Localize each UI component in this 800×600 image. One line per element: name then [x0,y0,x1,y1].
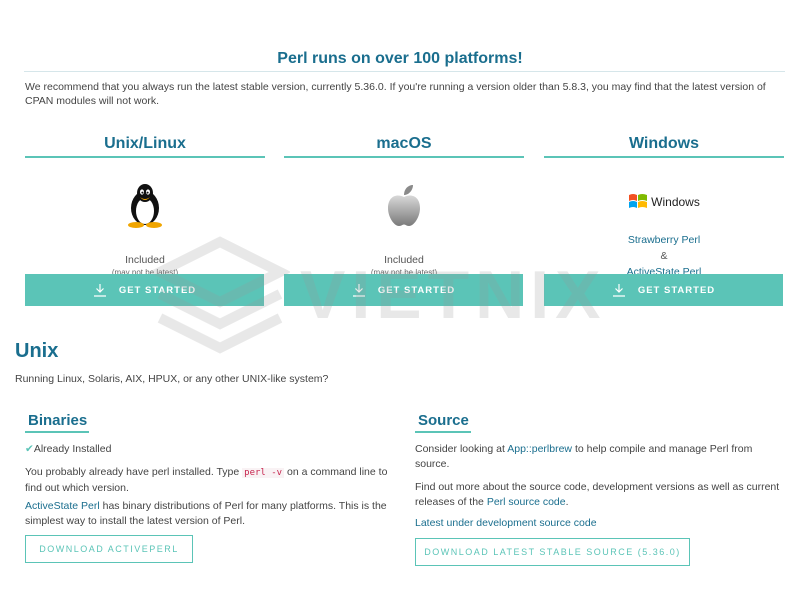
download-stable-source-button[interactable]: DOWNLOAD LATEST STABLE SOURCE (5.36.0) [415,538,690,566]
page-title: Perl runs on over 100 platforms! [277,50,523,67]
paragraph-text: Find out more about the source code, dev… [415,481,780,508]
dev-source-code-link[interactable]: Latest under development source code [415,517,597,529]
paragraph-text: You probably already have perl installed… [25,466,240,478]
binaries-heading: Binaries [25,412,90,433]
ampersand: & [660,250,668,262]
platform-title: Unix/Linux [104,135,186,152]
download-activeperl-button[interactable]: DOWNLOAD ACTIVEPERL [25,535,193,563]
platform-note: (may not be latest) [111,268,179,277]
perlbrew-paragraph: Consider looking at App::perlbrew to hel… [415,442,785,472]
perlbrew-link[interactable]: App::perlbrew [507,443,573,455]
source-section: Source Consider looking at App::perlbrew… [415,412,785,566]
paragraph-text: to help compile and manage Perl from sou… [415,443,753,470]
button-label: GET STARTED [637,284,716,296]
download-icon [93,284,106,297]
platform-divider [25,156,265,158]
windows-logo-icon: Windows [544,176,784,228]
download-icon [612,284,625,297]
perl-installed-paragraph: You probably already have perl installed… [25,465,395,496]
platform-macos: macOS Included (may not be latest) [284,134,524,279]
already-installed-text: Already Installed [33,443,112,455]
platform-divider [284,156,524,158]
unix-description: Running Linux, Solaris, AIX, HPUX, or an… [15,373,329,385]
paragraph-text: . [565,496,569,508]
platform-title: Windows [628,135,700,152]
button-label: GET STARTED [118,284,197,296]
binaries-section: Binaries ✔Already Installed You probably… [25,412,395,563]
platform-windows: Windows Windows Strawberry Perl & Active… [544,134,784,280]
platform-status: Included [125,254,165,266]
activestate-perl-link[interactable]: ActiveState Perl [25,500,100,512]
download-icon [352,284,365,297]
platform-note: (may not be latest) [370,268,438,277]
platform-title: macOS [376,135,432,152]
activestate-paragraph: ActiveState Perl has binary distribution… [25,499,395,529]
paragraph-text: Consider looking at [415,443,505,455]
title-divider [24,71,785,72]
windows-logo-text: Windows [651,195,700,209]
perl-source-code-link[interactable]: Perl source code [486,496,566,508]
perl-version-command: perl -v [242,468,285,478]
paragraph-text: on a command line to find out which vers… [25,466,388,494]
button-label: GET STARTED [377,284,456,296]
check-icon: ✔ [25,443,34,455]
get-started-macos-button[interactable]: GET STARTED [284,274,523,306]
tux-penguin-icon [25,174,265,236]
platform-divider [544,156,784,158]
unix-heading: Unix [15,340,59,362]
get-started-unix-button[interactable]: GET STARTED [25,274,264,306]
strawberry-perl-link[interactable]: Strawberry Perl [627,234,701,246]
intro-text: We recommend that you always run the lat… [25,81,766,107]
source-code-paragraph: Find out more about the source code, dev… [415,480,785,510]
apple-logo-icon [284,174,524,236]
paragraph-text: has binary distributions of Perl for man… [25,500,387,527]
get-started-windows-button[interactable]: GET STARTED [544,274,783,306]
platform-unix-linux: Unix/Linux Included (may not be latest) [25,134,265,279]
source-heading: Source [415,412,471,433]
platform-status: Included [384,254,424,266]
